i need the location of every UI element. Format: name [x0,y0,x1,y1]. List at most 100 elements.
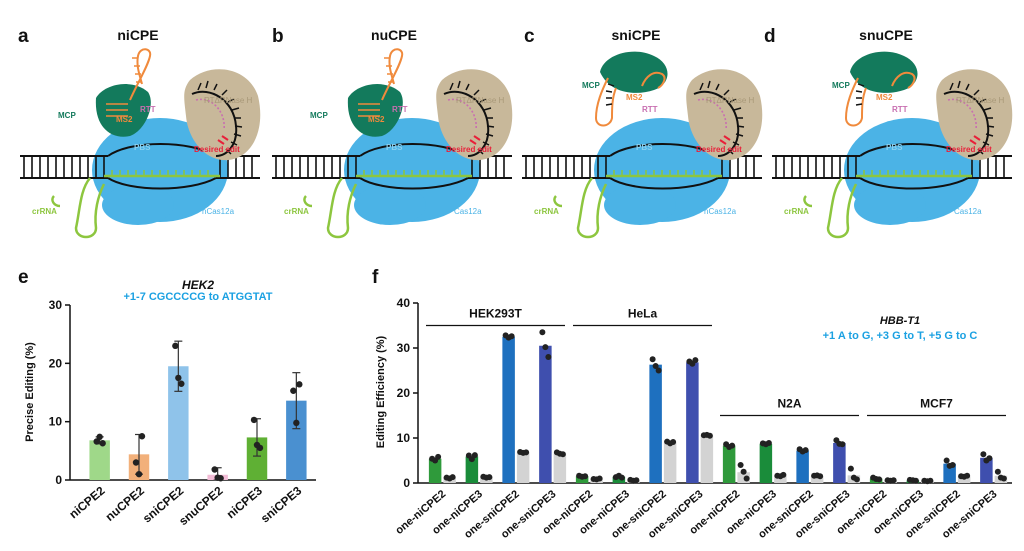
chart-f-point [471,452,478,459]
chart-e-point [135,470,143,478]
chart-e-y-tick-label: 20 [49,356,63,370]
chart-e-point [138,433,146,440]
panel-letter-e: e [18,267,29,288]
chart-f-y-tick-label: 0 [403,476,410,490]
chart-e-x-label: nuCPE2 [103,483,147,524]
chart-f-point [949,462,956,468]
label-rt-c: RTΔRNase H [706,96,755,105]
panel-title-b: nuCPE [371,27,417,43]
chart-f-point [817,473,824,480]
chart-f-bar [516,452,530,483]
chart-f-point [765,439,772,446]
chart-f-point [839,441,846,448]
chart-e-y-tick-label: 0 [55,473,62,487]
label-rtt-a: RTT [140,105,156,114]
chart-f-title: HBB-T1 [880,315,920,327]
chart-f-y-tick-label: 20 [397,386,411,400]
chart-f-group-label: MCF7 [920,397,953,411]
chart-f-point [943,457,950,464]
chart-e-point [172,342,179,350]
chart-e-point [211,466,218,473]
chart-e-point [250,416,258,424]
chart-f-point [729,442,736,449]
chart-e-point [96,433,103,441]
chart-f-point [582,473,589,480]
panel-title-a: niCPE [117,27,158,43]
chart-f-point [596,475,603,482]
chart-f: HBB-T1 +1 A to G, +3 G to T, +5 G to C E… [375,296,1012,541]
chart-f-y-tick-label: 40 [397,296,411,310]
panel-title-c: sniCPE [611,27,660,43]
label-rtt-d: RTT [892,105,908,114]
chart-f-point [912,477,919,484]
panel-letter-f: f [372,267,379,288]
label-cas-c: nCas12a [704,207,737,216]
chart-f-bar [553,453,567,483]
chart-f-bar [700,435,714,483]
label-rt-b: RTΔRNase H [456,96,505,105]
chart-f-point [853,476,860,483]
chart-e-point [99,440,106,447]
panel-letter-a: a [18,26,29,47]
chart-f-point [539,329,546,336]
chart-f-point [618,474,625,481]
chart-f-point [847,465,854,472]
chart-e-x-label: niCPE2 [66,483,107,521]
chart-f-bar [428,458,442,483]
label-crrna-a: crRNA [32,207,57,216]
chart-e-x-label: snuCPE2 [176,483,226,528]
chart-e-bar [168,366,189,480]
label-ms2-a: MS2 [116,115,133,124]
chart-f-point [802,447,809,454]
chart-f-point [964,472,971,479]
label-cas-a: nCas12a [202,207,235,216]
panel-letter-d: d [764,26,776,47]
chart-e: HEK2 +1-7 CGCCCCG to ATGGTAT Precise Edi… [24,278,316,528]
label-cas-b: Cas12a [454,207,482,216]
chart-e-title: HEK2 [182,278,214,292]
label-mcp-c: MCP [582,81,600,90]
chart-f-y-tick-label: 10 [397,431,411,445]
label-edit-b: Desired edit [446,145,492,154]
chart-f-point [706,432,713,439]
chart-e-point [293,419,300,427]
chart-f-point [542,344,549,351]
label-ms2-d: MS2 [876,93,893,102]
chart-e-point [217,475,224,482]
chart-e-point [290,387,297,394]
chart-f-point [652,363,659,369]
chart-f-point [655,367,662,374]
chart-f-point [994,468,1001,475]
label-crrna-d: crRNA [784,207,809,216]
chart-f-group-label: HEK293T [469,307,522,321]
chart-f-bar [465,456,479,483]
chart-f-point [559,451,566,458]
label-ms2-c: MS2 [626,93,643,102]
chart-f-y-tick-label: 30 [397,341,411,355]
label-cas-d: Cas12a [954,207,982,216]
chart-f-bar [774,475,787,483]
chart-e-bar [286,400,307,480]
label-pbs-d: PBS [886,143,903,152]
label-mcp-a: MCP [58,111,76,120]
label-ms2-b: MS2 [368,115,385,124]
chart-f-point [890,477,897,484]
chart-f-bar [833,442,846,483]
chart-f-point [986,455,993,462]
chart-e-subtitle: +1-7 CGCCCCG to ATGGTAT [123,291,272,303]
chart-f-point [633,477,640,484]
label-mcp-b: MCP [310,111,328,120]
chart-f-bar [686,362,699,483]
label-edit-a: Desired edit [194,145,240,154]
chart-e-point [175,374,182,382]
chart-f-point [649,356,656,363]
chart-f-subtitle: +1 A to G, +3 G to T, +5 G to C [823,330,978,342]
chart-f-point [670,439,677,446]
chart-f-bar [980,457,993,483]
chart-e-bar [89,440,110,480]
chart-f-bar [737,472,750,483]
chart-f-point [523,449,530,456]
chart-f-bar [663,442,677,483]
chart-f-bar [539,345,552,483]
label-pbs-c: PBS [636,143,653,152]
